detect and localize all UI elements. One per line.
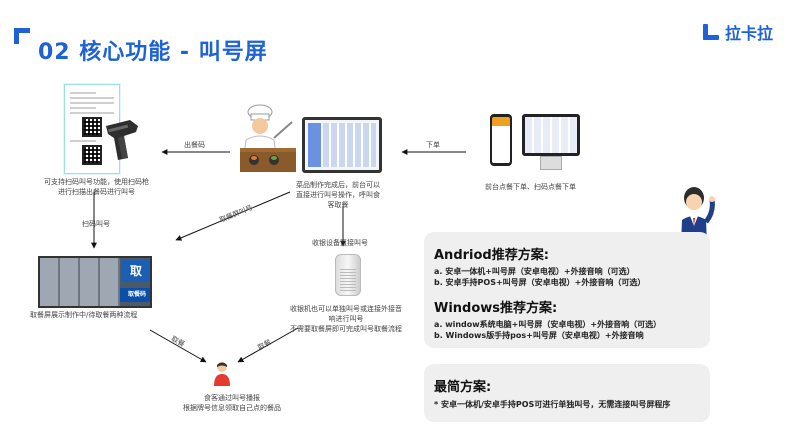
arrow-screen-to-customer bbox=[149, 329, 207, 363]
caption-pos-order: 前台点餐下单、扫码点餐下单 bbox=[485, 183, 576, 191]
android-heading: Andriod推荐方案: bbox=[434, 248, 549, 263]
caption-screen-display: 取餐屏展示制作中/待取餐两种流程 bbox=[30, 311, 138, 319]
desktop-pos-icon bbox=[522, 114, 580, 156]
pos-stand bbox=[540, 156, 562, 170]
qr-code-icon bbox=[82, 117, 102, 137]
cashier-tablet bbox=[302, 117, 382, 173]
caption-scan-function: 可支持扫码叫号功能，使用扫码枪 进行扫描出餐码进行叫号 bbox=[44, 178, 149, 196]
page-title: 02 核心功能 - 叫号屏 bbox=[38, 40, 268, 65]
label-scan-call: 扫码叫号 bbox=[82, 220, 110, 228]
chef-cooking-icon bbox=[240, 104, 296, 172]
windows-option-b: b. Windows版手持pos+叫号屏（安卓电视）+外接音响 bbox=[434, 331, 644, 340]
arrow-kitchen-to-screen bbox=[175, 191, 291, 241]
label-output-code: 出餐码 bbox=[184, 141, 205, 149]
qr-code-icon bbox=[82, 145, 102, 165]
label-place-order: 下单 bbox=[426, 141, 440, 149]
barcode-scanner-icon bbox=[106, 120, 138, 160]
logo-icon bbox=[701, 23, 721, 41]
queue-display-screen: 取 取餐码 bbox=[38, 256, 152, 308]
caption-customer: 食客通过叫号播报 根据牌号信息领取自己点的餐品 bbox=[183, 394, 281, 412]
corner-accent bbox=[14, 28, 32, 44]
brand-logo: 拉卡拉 bbox=[701, 20, 773, 44]
android-option-a: a. 安卓一体机+叫号屏（安卓电视）+外接音响（可选） bbox=[434, 267, 635, 276]
android-option-b: b. 安卓手持POS+叫号屏（安卓电视）+外接音响（可选） bbox=[434, 278, 646, 287]
handheld-pos-icon bbox=[490, 114, 512, 166]
recommendation-panel: Andriod推荐方案: a. 安卓一体机+叫号屏（安卓电视）+外接音响（可选）… bbox=[424, 232, 710, 348]
caption-speaker: 收银机也可以单独叫号或连接外接音 响进行叫号 不需要取餐屏即可完成叫号取餐流程 bbox=[290, 305, 402, 333]
simplest-heading: 最简方案: bbox=[434, 380, 492, 395]
label-receive-device: 收银设备直接叫号 bbox=[312, 239, 368, 247]
speaker-icon bbox=[335, 254, 361, 296]
simplest-panel: 最简方案: * 安卓一体机/安卓手持POS可进行单独叫号，无需连接叫号屏程序 bbox=[424, 364, 710, 422]
pickup-banner: 取餐码 bbox=[120, 288, 150, 302]
arrow-speaker-to-customer bbox=[237, 327, 299, 363]
windows-option-a: a. window系统电脑+叫号屏（安卓电视）+外接音响（可选） bbox=[434, 320, 662, 329]
windows-heading: Windows推荐方案: bbox=[434, 301, 558, 316]
pickup-badge: 取 bbox=[122, 260, 150, 282]
simplest-option: * 安卓一体机/安卓手持POS可进行单独叫号，无需连接叫号屏程序 bbox=[434, 400, 671, 409]
customer-icon bbox=[214, 362, 230, 386]
caption-kitchen: 菜品制作完成后，前台可以 直接进行叫号操作，呼叫食 客取餐 bbox=[296, 181, 380, 209]
logo-text: 拉卡拉 bbox=[725, 24, 774, 43]
